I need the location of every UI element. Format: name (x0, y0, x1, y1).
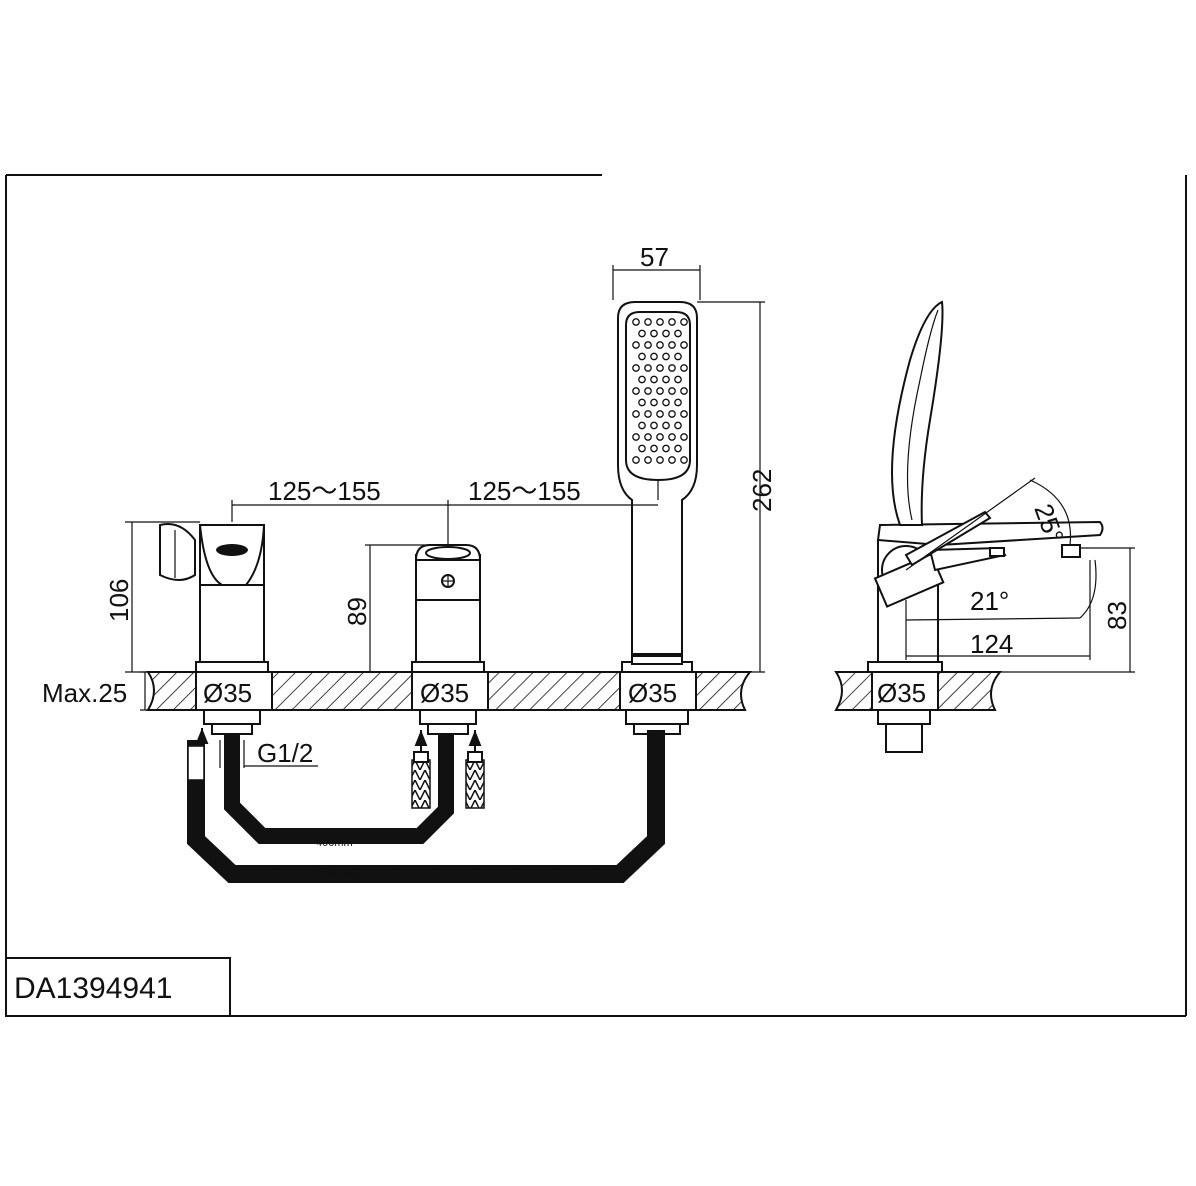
nozzle (638, 352, 646, 361)
dim-hole-2: Ø35 (420, 678, 469, 708)
dim-hole-3: Ø35 (628, 678, 677, 708)
nozzle (662, 421, 670, 430)
spray-nozzles (632, 318, 688, 464)
dim-side-height: 83 (1102, 601, 1132, 630)
nozzle (644, 433, 652, 441)
nozzle (674, 444, 682, 453)
nozzle (674, 329, 682, 338)
dim-valve-height: 89 (342, 597, 372, 626)
hand-shower (617, 301, 698, 735)
nozzle (662, 444, 670, 453)
nozzle (668, 341, 676, 349)
nozzle (656, 318, 664, 326)
dimension-lines (125, 265, 1135, 768)
nozzle (656, 456, 664, 464)
dim-thread: G1/2 (257, 738, 313, 768)
nozzle (668, 410, 676, 418)
nozzle (662, 329, 670, 338)
dim-spacing-2: 125～155 (468, 476, 581, 506)
diverter-valve (411, 544, 485, 735)
nozzle (638, 375, 646, 384)
nozzle (680, 387, 688, 395)
hoses (187, 728, 665, 883)
nozzle (632, 341, 640, 349)
hose-long-label: 2000mm (316, 869, 359, 881)
nozzle (662, 398, 670, 407)
nozzle (656, 410, 664, 418)
nozzle (668, 456, 676, 464)
nozzle (674, 375, 682, 384)
nozzle (650, 398, 658, 407)
drawing-code: DA1394941 (14, 972, 172, 1005)
nozzle (674, 352, 682, 361)
nozzle (668, 387, 676, 395)
nozzle (650, 444, 658, 453)
nozzle (650, 421, 658, 430)
dim-handshower-width: 57 (640, 242, 669, 272)
nozzle (680, 410, 688, 418)
nozzle (662, 375, 670, 384)
nozzle (632, 318, 640, 326)
dim-hole-1: Ø35 (203, 678, 252, 708)
deck-section (146, 671, 753, 711)
nozzle (662, 352, 670, 361)
nozzle (668, 318, 676, 326)
nozzle (656, 341, 664, 349)
nozzle (674, 421, 682, 430)
nozzle (644, 341, 652, 349)
nozzle (644, 318, 652, 326)
drawing-frame (5, 174, 1187, 1017)
nozzle (668, 364, 676, 372)
nozzle (644, 364, 652, 372)
nozzle (632, 456, 640, 464)
hose-short-label: 400mm (316, 837, 353, 849)
nozzle (680, 433, 688, 441)
side-view (834, 300, 1104, 753)
dim-angle-lever: 21° (970, 586, 1009, 616)
nozzle (680, 318, 688, 326)
dim-spout-height: 106 (104, 579, 134, 622)
nozzle (644, 456, 652, 464)
nozzle (632, 410, 640, 418)
nozzle (650, 352, 658, 361)
dim-handshower-height: 262 (747, 469, 777, 512)
nozzle (632, 364, 640, 372)
dimension-labels: 57 125～155 125～155 262 106 89 Max.25 Ø35… (14, 242, 1132, 1005)
dim-hole-side: Ø35 (877, 678, 926, 708)
nozzle (638, 444, 646, 453)
nozzle (656, 387, 664, 395)
nozzle (680, 341, 688, 349)
nozzle (644, 387, 652, 395)
nozzle (650, 375, 658, 384)
nozzle (638, 398, 646, 407)
nozzle (674, 398, 682, 407)
dim-spacing-1: 125～155 (268, 476, 381, 506)
nozzle (656, 364, 664, 372)
nozzle (632, 433, 640, 441)
nozzle (632, 387, 640, 395)
nozzle (668, 433, 676, 441)
bath-spout (159, 523, 269, 735)
dim-max-deck: Max.25 (42, 678, 127, 708)
nozzle (656, 433, 664, 441)
nozzle (650, 329, 658, 338)
nozzle (680, 456, 688, 464)
nozzle (638, 421, 646, 430)
nozzle (644, 410, 652, 418)
nozzle (680, 364, 688, 372)
dim-reach: 124 (970, 629, 1013, 659)
nozzle (638, 329, 646, 338)
